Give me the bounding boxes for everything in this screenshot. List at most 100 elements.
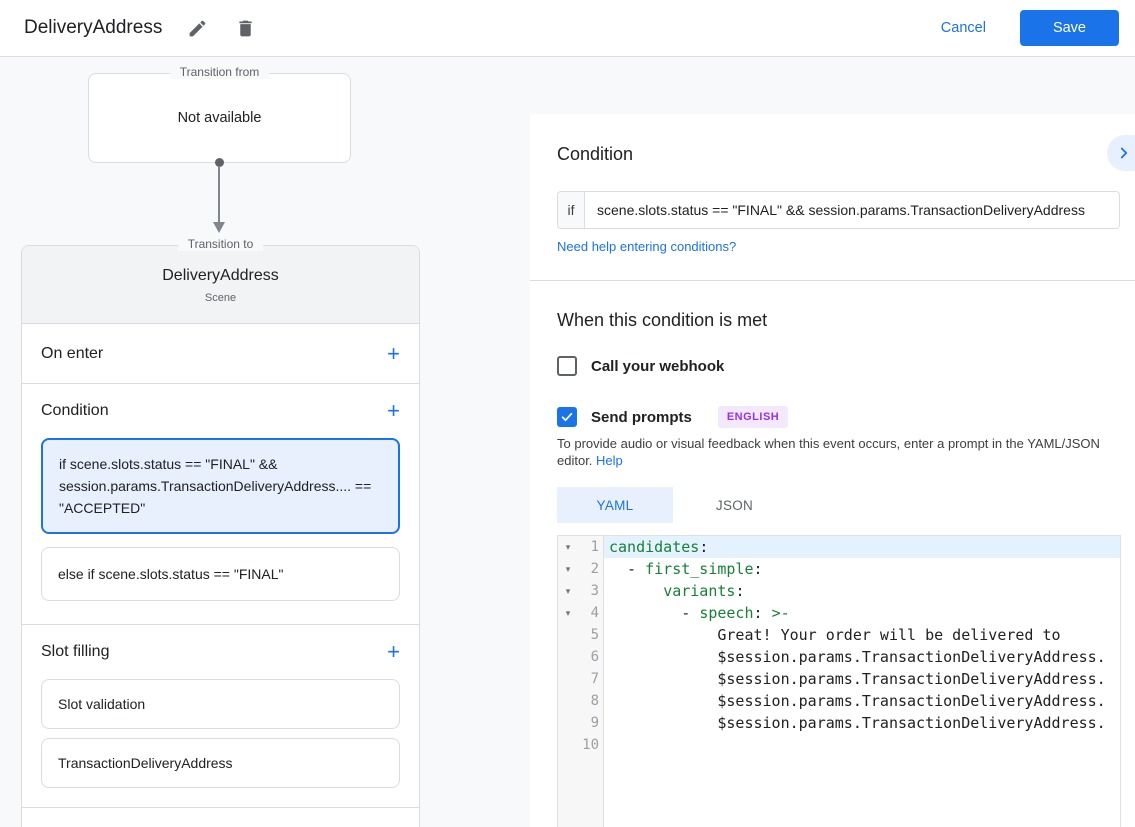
slot-filling-header-row[interactable]: Slot filling + — [22, 625, 419, 679]
line-number: 4 — [590, 605, 599, 621]
code-text[interactable]: - first_simple: — [609, 560, 763, 578]
fold-arrow-icon[interactable]: ▾ — [565, 586, 571, 596]
tab-yaml[interactable]: YAML — [557, 487, 673, 523]
condition-box-else[interactable]: else if scene.slots.status == "FINAL" — [41, 547, 400, 601]
add-slot-button[interactable]: + — [387, 639, 400, 664]
webhook-checkbox[interactable] — [557, 356, 577, 376]
code-text[interactable]: Great! Your order will be delivered to — [609, 626, 1061, 644]
line-number: 1 — [590, 539, 599, 555]
line-number: 2 — [590, 561, 599, 577]
code-text[interactable]: $session.params.TransactionDeliveryAddre… — [609, 714, 1106, 732]
chevron-right-icon — [1120, 147, 1128, 159]
code-line[interactable]: ▾ 2 - first_simple: — [558, 558, 1120, 580]
code-text[interactable]: $session.params.TransactionDeliveryAddre… — [609, 670, 1106, 688]
cancel-button[interactable]: Cancel — [940, 20, 986, 36]
if-prefix-label: if — [558, 192, 585, 228]
send-prompts-checkbox[interactable] — [557, 407, 577, 427]
scene-name: DeliveryAddress — [162, 267, 279, 284]
fold-arrow-icon[interactable]: ▾ — [565, 564, 571, 574]
code-line[interactable]: 9 $session.params.TransactionDeliveryAdd… — [558, 712, 1120, 734]
yaml-editor-lines: ▾ 1 candidates: ▾ 2 - first_simple: ▾3 varian… — [558, 536, 1120, 756]
condition-expression-input[interactable]: scene.slots.status == "FINAL" && session… — [597, 202, 1085, 218]
connector-arrowhead-icon — [213, 222, 225, 233]
trash-icon — [239, 20, 252, 36]
scene-type: Scene — [204, 292, 237, 304]
condition-header-row[interactable]: Condition + — [22, 384, 419, 438]
code-line[interactable]: 8 $session.params.TransactionDeliveryAdd… — [558, 690, 1120, 712]
fold-arrow-icon[interactable]: ▾ — [565, 608, 571, 618]
code-text[interactable]: $session.params.TransactionDeliveryAddre… — [609, 648, 1106, 666]
code-line[interactable]: 6 $session.params.TransactionDeliveryAdd… — [558, 646, 1120, 668]
send-prompts-label: Send prompts — [591, 408, 692, 426]
editor-gutter — [558, 536, 604, 827]
code-text[interactable]: $session.params.TransactionDeliveryAddre… — [609, 692, 1106, 710]
fold-spacer — [558, 712, 578, 734]
connector-line — [218, 166, 220, 223]
edit-icon[interactable] — [184, 15, 210, 41]
transition-to-card: Transition to DeliveryAddress Scene On e… — [21, 237, 420, 827]
transition-from-value: Not available — [177, 110, 262, 126]
on-enter-label: On enter — [41, 344, 104, 362]
add-condition-button[interactable]: + — [387, 398, 400, 423]
custom-intent-row[interactable]: Custom intent handling + — [22, 808, 419, 827]
code-text[interactable]: candidates: — [604, 536, 1120, 558]
code-text[interactable] — [604, 734, 1120, 756]
help-link[interactable]: Help — [596, 452, 623, 468]
condition-box-selected[interactable]: if scene.slots.status == "FINAL" && sess… — [41, 438, 400, 534]
fold-spacer — [558, 668, 578, 690]
collapse-panel-button[interactable] — [1107, 135, 1135, 171]
transition-from-box: Transition from Not available — [88, 65, 351, 163]
line-number: 6 — [590, 649, 599, 665]
editor-tabs: YAML JSON — [557, 487, 796, 523]
line-number: 8 — [590, 693, 599, 709]
code-line[interactable]: ▾ 4 - speech: >- — [558, 602, 1120, 624]
prompts-description: To provide audio or visual feedback when… — [557, 436, 1125, 469]
line-number: 10 — [582, 737, 599, 753]
fold-spacer — [558, 734, 578, 756]
line-number: 7 — [590, 671, 599, 687]
transition-from-label: Transition from — [169, 65, 270, 79]
slot-filling-section: Slot filling + Slot validation Transacti… — [22, 625, 419, 808]
line-number: 9 — [590, 715, 599, 731]
code-line[interactable]: 7 $session.params.TransactionDeliveryAdd… — [558, 668, 1120, 690]
slot-transaction-box[interactable]: TransactionDeliveryAddress — [41, 738, 400, 788]
fold-spacer — [558, 624, 578, 646]
topbar: DeliveryAddress Cancel Save — [0, 0, 1135, 57]
code-line[interactable]: 10 — [558, 734, 1120, 756]
save-button[interactable]: Save — [1019, 10, 1119, 46]
slot-filling-label: Slot filling — [41, 643, 110, 660]
conditions-help-link[interactable]: Need help entering conditions? — [557, 239, 737, 254]
prompts-option-row: Send prompts ENGLISH — [557, 406, 789, 428]
slot-validation-box[interactable]: Slot validation — [41, 679, 400, 729]
condition-detail-panel: Condition if scene.slots.status == "FINA… — [530, 114, 1135, 827]
prompts-description-text: To provide audio or visual feedback when… — [557, 436, 1100, 468]
code-line[interactable]: 5 Great! Your order will be delivered to — [558, 624, 1120, 646]
add-on-enter-button[interactable]: + — [387, 340, 400, 366]
yaml-editor[interactable]: ▾ 1 candidates: ▾ 2 - first_simple: ▾3 varian… — [557, 535, 1121, 827]
scene-diagram-panel: Transition from Not available Transition… — [0, 57, 1135, 827]
webhook-label: Call your webhook — [591, 357, 725, 375]
section-divider — [530, 280, 1135, 281]
code-line[interactable]: ▾3 variants: — [558, 580, 1120, 602]
code-text[interactable]: variants: — [663, 582, 745, 600]
delete-icon[interactable] — [232, 15, 258, 41]
transition-to-label: Transition to — [177, 237, 264, 251]
condition-heading: Condition — [557, 144, 634, 164]
fold-arrow-icon[interactable]: ▾ — [565, 542, 571, 552]
code-text[interactable]: - speech: >- — [609, 604, 790, 622]
condition-label: Condition — [41, 402, 109, 419]
on-enter-row[interactable]: On enter + — [22, 324, 419, 383]
connector-dot — [215, 158, 224, 167]
checkmark-icon — [561, 412, 573, 422]
fold-spacer — [558, 690, 578, 712]
fold-spacer — [558, 646, 578, 668]
scene-header: DeliveryAddress Scene — [22, 246, 419, 324]
code-line[interactable]: ▾ 1 candidates: — [558, 536, 1120, 558]
page-title: DeliveryAddress — [24, 17, 163, 38]
on-enter-section: On enter + — [22, 324, 419, 384]
condition-section: Condition + if scene.slots.status == "FI… — [22, 384, 419, 625]
tab-json[interactable]: JSON — [715, 497, 754, 513]
webhook-option-row: Call your webhook — [557, 356, 724, 376]
custom-intent-section: Custom intent handling + — [22, 808, 419, 827]
when-met-heading: When this condition is met — [557, 310, 768, 330]
